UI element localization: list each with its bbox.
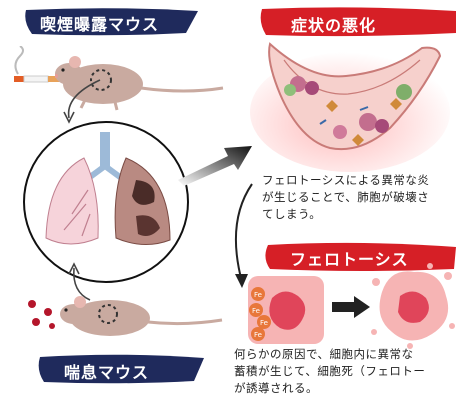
fe-label: Fe [254,331,262,339]
dying-cell [370,262,456,350]
ferroptosis-caption: 何らかの原因で、細胞内に異常な 蓄積が生じて、細胞死（フェロトー が誘導される。 [234,346,425,397]
worsening-caption: フェロトーシスによる異常な炎 が生じることで、肺胞が破壊さ てしまう。 [262,172,429,223]
progression-arrow [176,138,254,188]
fe-label: Fe [260,319,268,327]
fe-label: Fe [254,291,262,299]
worsening-caption-line-2: が生じることで、肺胞が破壊さ [262,189,429,206]
worsening-caption-line-1: フェロトーシスによる異常な炎 [262,172,429,189]
ferroptosis-caption-line-1: 何らかの原因で、細胞内に異常な [234,346,425,363]
worsening-caption-line-3: てしまう。 [262,206,429,223]
smoke-mouse-banner: 喫煙曝露マウス [40,11,159,35]
iron-loaded-cell: Fe Fe Fe Fe [244,272,328,350]
asthma-mouse-icon [54,292,224,342]
ferroptosis-caption-line-2: 蓄積が生じて、細胞死（フェロトー [234,363,425,380]
alveolus-illustration [250,36,456,172]
death-arrow [330,294,372,320]
worsening-banner: 症状の悪化 [291,12,376,36]
fe-label: Fe [252,307,260,315]
lung-diagram [20,118,192,286]
asthma-mouse-banner: 喘息マウス [64,359,149,383]
ferroptosis-caption-line-3: が誘導される。 [234,380,425,397]
